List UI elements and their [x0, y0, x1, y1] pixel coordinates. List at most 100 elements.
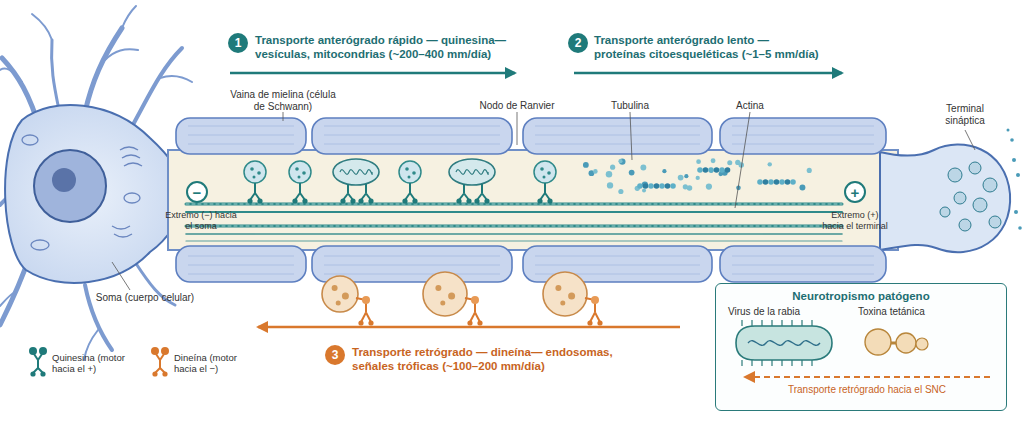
myelin-sheath	[324, 265, 500, 266]
cargo-drawing	[408, 176, 411, 179]
cargo-drawing	[547, 198, 552, 203]
synaptic-terminal	[1010, 138, 1014, 142]
legend-text: Quinesina (motor hacia el +)	[52, 352, 136, 375]
synaptic-terminal	[1018, 226, 1022, 230]
legend-icon	[159, 360, 161, 368]
myelin-sheath	[732, 144, 874, 145]
cargo-drawing	[368, 320, 373, 325]
synaptic-terminal	[940, 162, 1001, 231]
synaptic-terminal	[1016, 173, 1020, 177]
cargo-drawing	[471, 296, 479, 304]
callout-number: 2	[568, 33, 588, 53]
soma-drawing	[130, 48, 182, 130]
cargo-drawing	[332, 285, 338, 291]
tubulin-dots	[703, 167, 709, 173]
panel-label: Toxina tetánica	[858, 306, 968, 318]
myelin-sheath	[188, 126, 294, 127]
cargo-drawing	[481, 184, 483, 194]
legend-icon	[38, 354, 42, 360]
panel-background	[715, 283, 1007, 411]
cargo-drawing	[292, 198, 297, 203]
soma-drawing	[34, 150, 106, 222]
synaptic-terminal	[948, 168, 962, 182]
pole-label: Extremo (+) hacia el terminal	[812, 210, 898, 232]
polarity-marker: +	[844, 181, 866, 203]
cargo-drawing	[587, 320, 592, 325]
rabies-virus	[736, 320, 832, 366]
panel-background	[715, 283, 1007, 411]
myelin-sheath	[535, 135, 700, 136]
part-label: Terminal sináptica	[935, 103, 995, 127]
myelin-sheath	[324, 256, 500, 257]
myelin-sheath	[535, 126, 700, 127]
tubulin-dots	[790, 179, 796, 185]
soma-drawing	[124, 193, 140, 203]
cargo-drawing	[484, 198, 489, 203]
direction-arrow	[230, 72, 515, 75]
leader-line	[517, 112, 518, 145]
cargo-drawing	[405, 167, 409, 171]
rabies-virus	[748, 341, 820, 346]
tubulin-dots	[606, 171, 612, 177]
cargo-drawing	[555, 285, 561, 291]
cargo-drawing	[547, 171, 551, 175]
cargo-drawing	[365, 184, 367, 194]
microtubule-track	[186, 225, 842, 228]
cargo-drawing	[322, 276, 358, 312]
rabies-virus	[741, 360, 742, 366]
tubulin-dots	[696, 159, 701, 164]
cargo-drawing	[257, 198, 262, 203]
cargo-drawing	[362, 296, 370, 304]
cargo-drawing	[253, 176, 256, 179]
tubulin-dots	[610, 165, 615, 170]
cargo-drawing	[257, 171, 261, 175]
microtubule-track	[186, 226, 842, 227]
tubulin-dots	[684, 174, 688, 178]
rabies-virus	[801, 360, 802, 366]
cargo-drawing	[412, 171, 416, 175]
tubulin-dots	[593, 169, 598, 174]
myelin-sheath	[188, 274, 294, 275]
callout-number: 3	[325, 345, 345, 365]
callout-text: Transporte retrógrado — dineína— endosom…	[352, 346, 652, 374]
cargo-drawing	[537, 198, 542, 203]
cargo-drawing	[399, 161, 421, 183]
cargo-drawing	[358, 320, 363, 325]
tubulin-dots	[696, 176, 700, 180]
soma-drawing	[31, 240, 49, 250]
cargo-drawing	[402, 198, 407, 203]
synaptic-terminal	[969, 162, 981, 174]
myelin-sheath	[312, 118, 512, 154]
leader-line	[283, 112, 284, 121]
callout-text: Transporte anterógrado rápido — quinesin…	[255, 34, 540, 62]
myelin-sheath	[188, 135, 294, 136]
cargo-drawing	[295, 167, 299, 171]
direction-arrow	[258, 326, 680, 329]
tubulin-dots	[643, 183, 649, 189]
myelin-sheath	[176, 118, 306, 154]
cargo-drawing	[347, 184, 349, 194]
tubulin-dots	[619, 158, 625, 164]
soma-drawing	[0, 6, 192, 360]
myelin-sheath	[732, 135, 874, 136]
tubulin-dots	[637, 183, 643, 189]
microtubule-track	[186, 204, 842, 205]
myelin-sheath	[720, 118, 886, 154]
cargo-drawing	[597, 320, 602, 325]
tubulin-dots	[670, 183, 676, 189]
polarity-marker: −	[186, 181, 208, 203]
cargo-drawing	[463, 184, 465, 194]
tubulin-dots	[768, 162, 772, 166]
microtubule-track	[186, 203, 842, 206]
cargo-drawing	[474, 198, 479, 203]
soma-drawing	[112, 226, 132, 237]
rabies-virus	[751, 360, 752, 366]
soma-drawing	[120, 147, 142, 166]
cargo-drawing	[568, 293, 575, 300]
legend-icon	[161, 347, 169, 355]
direction-arrow	[745, 376, 990, 378]
node-text: 1	[235, 37, 242, 49]
myelin-sheath	[188, 265, 294, 266]
cargo-drawing	[302, 171, 306, 175]
synaptic-terminal	[940, 207, 950, 217]
